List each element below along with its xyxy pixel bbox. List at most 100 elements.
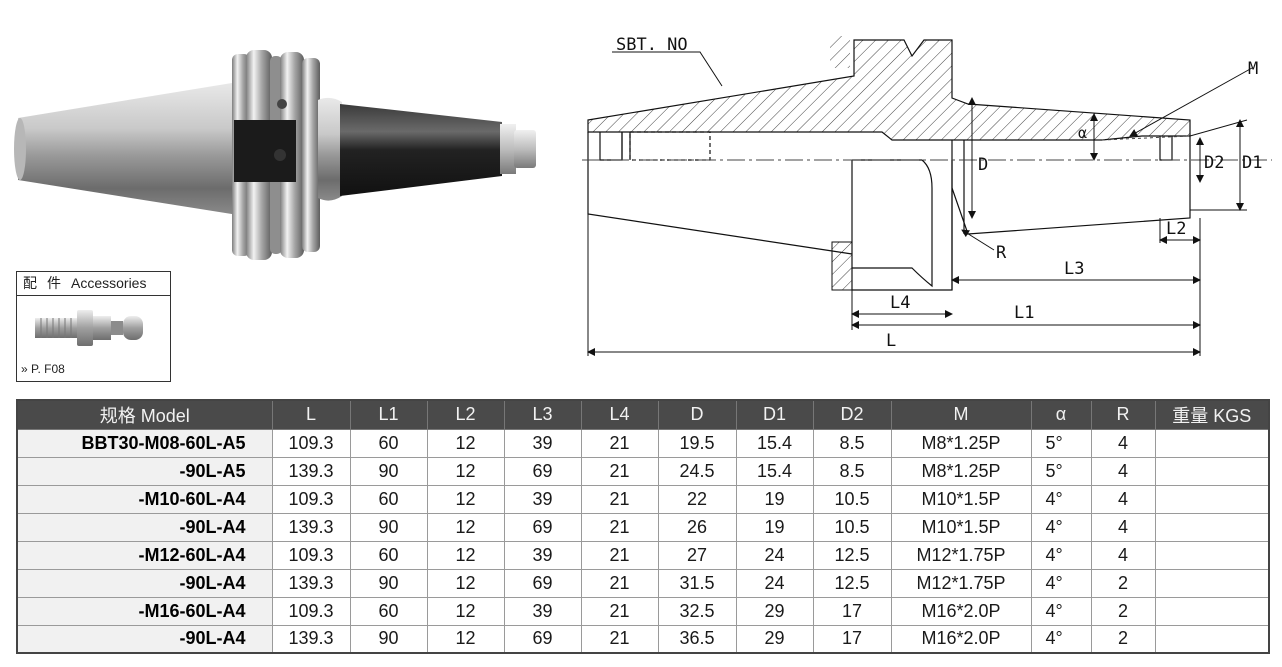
cell-model: -90L-A4 bbox=[16, 568, 273, 598]
cell-d: 32.5 bbox=[657, 596, 737, 626]
cell-l2: 12 bbox=[426, 456, 505, 486]
cell-d: 36.5 bbox=[657, 624, 737, 654]
cell-alpha: 4° bbox=[1030, 624, 1092, 654]
product-photo bbox=[14, 50, 536, 260]
cell-m: M10*1.5P bbox=[890, 512, 1032, 542]
cell-l3: 69 bbox=[503, 456, 582, 486]
cell-model: -90L-A4 bbox=[16, 624, 273, 654]
cell-model: -90L-A4 bbox=[16, 512, 273, 542]
cell-r: 4 bbox=[1090, 428, 1156, 458]
cell-d2: 17 bbox=[812, 596, 892, 626]
cell-l4: 21 bbox=[580, 456, 659, 486]
cell-l4: 21 bbox=[580, 624, 659, 654]
label-l: L bbox=[886, 331, 896, 351]
cell-d2: 12.5 bbox=[812, 568, 892, 598]
cell-l3: 39 bbox=[503, 540, 582, 570]
cell-alpha: 4° bbox=[1030, 484, 1092, 514]
label-m: M bbox=[1248, 59, 1258, 79]
cell-d2: 8.5 bbox=[812, 456, 892, 486]
cell-l2: 12 bbox=[426, 596, 505, 626]
cell-alpha: 5° bbox=[1030, 428, 1092, 458]
cell-l2: 12 bbox=[426, 624, 505, 654]
cell-l3: 69 bbox=[503, 568, 582, 598]
cell-m: M16*2.0P bbox=[890, 596, 1032, 626]
cell-r: 4 bbox=[1090, 512, 1156, 542]
header-model: 规格 Model bbox=[16, 399, 273, 430]
cell-l1: 90 bbox=[349, 568, 428, 598]
cell-l1: 90 bbox=[349, 456, 428, 486]
cell-alpha: 4° bbox=[1030, 512, 1092, 542]
cell-l4: 21 bbox=[580, 428, 659, 458]
cell-model: -M10-60L-A4 bbox=[16, 484, 273, 514]
cell-d: 24.5 bbox=[657, 456, 737, 486]
cell-d1: 29 bbox=[735, 596, 814, 626]
cell-l2: 12 bbox=[426, 540, 505, 570]
cell-l3: 69 bbox=[503, 512, 582, 542]
cell-l: 109.3 bbox=[271, 596, 351, 626]
profile-outline bbox=[587, 131, 1191, 291]
flange-hatch bbox=[831, 241, 853, 291]
cell-d1: 19 bbox=[735, 512, 814, 542]
cell-d2: 17 bbox=[812, 624, 892, 654]
cell-m: M12*1.75P bbox=[890, 568, 1032, 598]
cell-d: 27 bbox=[657, 540, 737, 570]
header-m: M bbox=[890, 399, 1032, 430]
header-l4: L4 bbox=[580, 399, 659, 430]
spec-table: 规格 Model L L1 L2 L3 L4 D D1 D2 M α R 重量 … bbox=[16, 399, 1270, 654]
cell-weight bbox=[1154, 428, 1270, 458]
cell-l4: 21 bbox=[580, 540, 659, 570]
cell-d2: 8.5 bbox=[812, 428, 892, 458]
cell-d1: 29 bbox=[735, 624, 814, 654]
header-d2: D2 bbox=[812, 399, 892, 430]
cell-l1: 60 bbox=[349, 484, 428, 514]
cell-d1: 15.4 bbox=[735, 428, 814, 458]
cell-model: BBT30-M08-60L-A5 bbox=[16, 428, 273, 458]
cell-r: 2 bbox=[1090, 624, 1156, 654]
cell-alpha: 4° bbox=[1030, 596, 1092, 626]
label-d: D bbox=[978, 155, 988, 175]
cell-weight bbox=[1154, 568, 1270, 598]
cell-l4: 21 bbox=[580, 484, 659, 514]
cell-l: 109.3 bbox=[271, 540, 351, 570]
cell-l1: 90 bbox=[349, 624, 428, 654]
cell-l2: 12 bbox=[426, 428, 505, 458]
header-l: L bbox=[271, 399, 351, 430]
cell-l3: 39 bbox=[503, 596, 582, 626]
cell-r: 2 bbox=[1090, 596, 1156, 626]
cell-d: 31.5 bbox=[657, 568, 737, 598]
table-header-row: 规格 Model L L1 L2 L3 L4 D D1 D2 M α R 重量 … bbox=[16, 399, 1270, 430]
label-r: R bbox=[996, 243, 1007, 263]
cell-l1: 60 bbox=[349, 596, 428, 626]
cell-l2: 12 bbox=[426, 484, 505, 514]
cell-d2: 12.5 bbox=[812, 540, 892, 570]
cell-l: 139.3 bbox=[271, 512, 351, 542]
header-d: D bbox=[657, 399, 737, 430]
cell-weight bbox=[1154, 540, 1270, 570]
pull-stud-image bbox=[35, 310, 143, 346]
cell-alpha: 4° bbox=[1030, 540, 1092, 570]
cell-d2: 10.5 bbox=[812, 484, 892, 514]
cell-d1: 15.4 bbox=[735, 456, 814, 486]
cell-l4: 21 bbox=[580, 512, 659, 542]
header-l3: L3 bbox=[503, 399, 582, 430]
cell-l: 109.3 bbox=[271, 484, 351, 514]
cell-l2: 12 bbox=[426, 512, 505, 542]
cell-model: -M16-60L-A4 bbox=[16, 596, 273, 626]
label-alpha: α bbox=[1078, 124, 1087, 142]
cell-l1: 90 bbox=[349, 512, 428, 542]
cell-d2: 10.5 bbox=[812, 512, 892, 542]
cell-l: 139.3 bbox=[271, 568, 351, 598]
header-alpha: α bbox=[1030, 399, 1092, 430]
accessories-title: 配件Accessories bbox=[17, 272, 170, 296]
cell-weight bbox=[1154, 512, 1270, 542]
cell-d1: 24 bbox=[735, 568, 814, 598]
cell-m: M12*1.75P bbox=[890, 540, 1032, 570]
label-sbt-no: SBT. NO bbox=[616, 35, 688, 55]
label-d1: D1 bbox=[1242, 153, 1262, 173]
cell-r: 4 bbox=[1090, 456, 1156, 486]
